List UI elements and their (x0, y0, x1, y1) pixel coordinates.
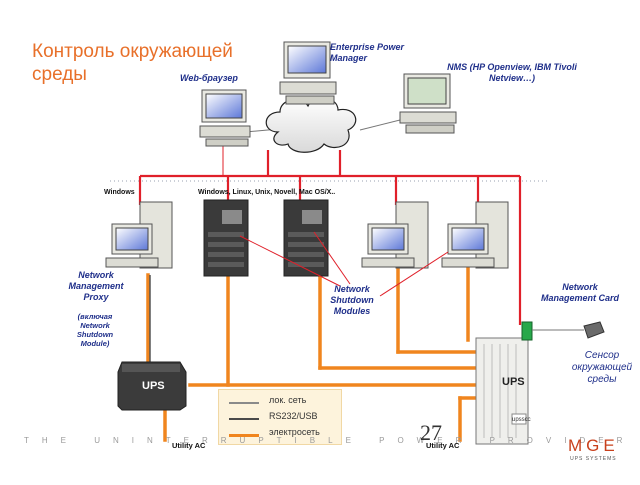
tagline: THE UNINTERRUPTIBLE POWER PROVIDER (24, 436, 636, 445)
web-browser-label: Web-браузер (180, 73, 238, 83)
legend-item-lan: лок. сеть (225, 395, 335, 409)
mge-logo: MGE UPS SYSTEMS (568, 436, 619, 462)
utility-ac-left: Utility AC (172, 441, 206, 450)
server-rack-1-icon (203, 199, 249, 277)
management-card-icon (521, 321, 533, 341)
legend-swatch (229, 418, 259, 420)
mge-logo-text: MGE (568, 436, 619, 455)
utility-ac-right: Utility AC (426, 441, 460, 450)
legend-label: RS232/USB (269, 411, 318, 421)
ups-right-label: UPS (502, 376, 525, 388)
sensor-label: Сенсор окружающей среды (571, 350, 633, 385)
epm-workstation-icon (279, 41, 337, 105)
pc-3-icon (361, 201, 429, 269)
ups-left-icon (117, 361, 187, 411)
ups-right-icon (475, 337, 529, 445)
proxy-pc-icon (105, 201, 173, 269)
os-multi-label: Windows, Linux, Unix, Novell, Mac OS/X.. (198, 189, 336, 196)
nmc-label: Network Management Card (540, 282, 620, 303)
nms-workstation-icon (399, 73, 457, 134)
network-cloud-icon (265, 97, 357, 153)
os-windows-label: Windows (104, 189, 135, 196)
nsm-pointer-lines (239, 231, 449, 297)
proxy-label: Network Management Proxy (68, 270, 124, 302)
legend-item-power: электросеть (225, 427, 335, 441)
proxy-note: (включая Network Shutdown Module) (76, 312, 114, 348)
lan-lines (138, 140, 522, 325)
mge-logo-sub: UPS SYSTEMS (570, 456, 617, 462)
nsm-label: Network Shutdown Modules (330, 284, 374, 316)
pc-4-icon (441, 201, 509, 269)
sensor-icon (532, 321, 605, 339)
legend-label: лок. сеть (269, 395, 307, 405)
nms-label: NMS (HP Openview, IBM Tivoli Netview…) (447, 62, 577, 83)
epm-label: Enterprise Power Manager (330, 42, 405, 63)
ups-sticker: upsscc (512, 417, 531, 423)
legend-label: электросеть (269, 427, 320, 437)
server-rack-2-icon (283, 199, 329, 277)
ups-left-label: UPS (142, 380, 165, 392)
page-title: Контроль окружающей среды (32, 41, 233, 85)
legend-swatch (229, 434, 259, 437)
legend-box: лок. сеть RS232/USB электросеть (218, 389, 342, 445)
web-browser-workstation-icon (199, 89, 251, 147)
legend-item-rs232: RS232/USB (225, 411, 335, 425)
legend-swatch (229, 402, 259, 404)
page-number: 27 (420, 420, 442, 445)
